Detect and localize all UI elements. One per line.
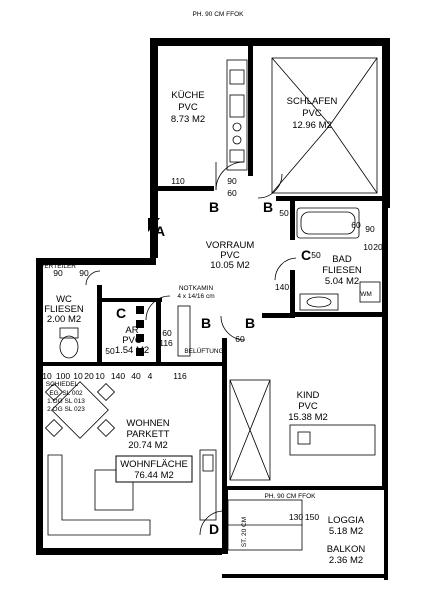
dim-v-60b: 60 bbox=[235, 334, 245, 344]
ar-name: AR bbox=[125, 325, 138, 336]
balcony-railing bbox=[227, 499, 303, 551]
dim-k-60: 60 bbox=[227, 188, 237, 198]
loggia-name: LOGGIA bbox=[328, 515, 365, 526]
schiedel-row-2: 1.OG SL 013 bbox=[47, 398, 85, 405]
living-furniture bbox=[44, 381, 217, 536]
wc-name: WC bbox=[56, 294, 72, 305]
dim-l-150: 150 bbox=[305, 512, 319, 522]
dim-l-130: 130 bbox=[289, 512, 303, 522]
dim-w-140: 140 bbox=[111, 371, 125, 381]
bathtub bbox=[296, 207, 360, 239]
notkamin-label: NOTKAMIN bbox=[179, 285, 214, 292]
dim-w-20: 20 bbox=[84, 371, 94, 381]
dim-v-90b: 90 bbox=[79, 268, 89, 278]
wohnen-floor: PARKETT bbox=[126, 429, 169, 440]
loggia-area: 5.18 M2 bbox=[329, 526, 363, 537]
kind-area: 15.38 M2 bbox=[288, 412, 328, 423]
stufe-note: ST. 20 CM bbox=[241, 517, 248, 547]
section-marker-b-3: B bbox=[201, 315, 211, 331]
ph-loggia-note: PH. 90 CM FFOK bbox=[265, 493, 317, 500]
dim-w-100: 100 bbox=[56, 371, 70, 381]
schlafen-area: 12.96 M2 bbox=[292, 120, 332, 131]
vorraum-name: VORRAUM bbox=[206, 240, 255, 251]
balkon-name: BALKON bbox=[327, 544, 366, 555]
dim-w-10c: 10 bbox=[95, 371, 105, 381]
ph-top-note: PH. 90 CM FFOK bbox=[193, 11, 245, 18]
wc-floor: FLIESEN bbox=[44, 304, 84, 315]
dim-v-60a: 60 bbox=[162, 328, 172, 338]
kueche-area: 8.73 M2 bbox=[171, 114, 205, 125]
dim-v-116: 116 bbox=[159, 338, 173, 348]
dim-w-10a: 10 bbox=[42, 371, 52, 381]
dim-v-140: 140 bbox=[275, 282, 289, 292]
walls bbox=[36, 38, 390, 580]
kueche-name: KÜCHE bbox=[171, 90, 204, 101]
belueftung-label: BELÜFTUNG bbox=[184, 347, 223, 355]
ar-shelves bbox=[136, 306, 144, 356]
section-marker-b-4: B bbox=[245, 315, 255, 331]
notes: NOTKAMIN 4 x 14/16 cm VERTEILER SCHIEDEL… bbox=[40, 11, 372, 547]
verteiler-label: VERTEILER bbox=[40, 263, 76, 270]
notkamin-size: 4 x 14/16 cm bbox=[177, 293, 214, 300]
notkamin-shaft bbox=[177, 305, 191, 357]
bed bbox=[271, 57, 378, 194]
kueche-floor: PVC bbox=[178, 102, 198, 113]
bad-name: BAD bbox=[332, 254, 352, 265]
dim-w-116: 116 bbox=[173, 371, 187, 381]
dimensions: 110 90 60 50 90 90 60 60 140 116 50 60 5… bbox=[42, 176, 383, 522]
kind-furniture bbox=[229, 379, 376, 481]
schiedel-label: SCHIEDEL bbox=[46, 381, 79, 388]
door-swings bbox=[85, 161, 297, 536]
section-marker-c-2: C bbox=[116, 305, 126, 321]
dim-r-20: 20 bbox=[373, 242, 383, 252]
dim-k-50: 50 bbox=[279, 208, 289, 218]
interior-walls bbox=[43, 46, 382, 488]
dim-w-4: 4 bbox=[148, 371, 153, 381]
dim-w-40: 40 bbox=[131, 371, 141, 381]
kind-name: KIND bbox=[297, 390, 320, 401]
schlafen-floor: PVC bbox=[302, 108, 322, 119]
wohnflaeche-box: WOHNFLÄCHE 76.44 M2 bbox=[115, 455, 193, 483]
section-marker-b-2: B bbox=[263, 199, 273, 215]
vorraum-area: 10.05 M2 bbox=[210, 260, 250, 271]
balkon-area: 2.36 M2 bbox=[329, 555, 363, 566]
schiedel-row-3: 2.OG SL 023 bbox=[47, 406, 85, 413]
kind-floor: PVC bbox=[298, 401, 318, 412]
section-marker-a: A bbox=[155, 223, 165, 239]
dim-bad-60: 60 bbox=[351, 220, 361, 230]
wm-label: WM bbox=[360, 291, 372, 298]
section-markers: A B B B B C C D bbox=[116, 199, 311, 537]
section-marker-b-1: B bbox=[209, 199, 219, 215]
dim-r-10: 10 bbox=[363, 242, 373, 252]
wc-fixtures bbox=[59, 327, 79, 359]
bad-area: 5.04 M2 bbox=[325, 276, 359, 287]
section-marker-a-arrow bbox=[148, 218, 160, 232]
bad-floor: FLIESEN bbox=[322, 265, 362, 276]
dim-r-90: 90 bbox=[365, 224, 375, 234]
vorraum-floor: PVC bbox=[220, 250, 240, 261]
kitchen-counter bbox=[226, 59, 248, 171]
dim-v-50: 50 bbox=[105, 346, 115, 356]
wohnflaeche-value: 76.44 M2 bbox=[134, 470, 174, 481]
dim-w-10b: 10 bbox=[73, 371, 83, 381]
dim-bad-50: 50 bbox=[311, 250, 321, 260]
wohnflaeche-label: WOHNFLÄCHE bbox=[120, 459, 188, 470]
ar-floor: PVC bbox=[122, 335, 142, 346]
dim-v-90a: 90 bbox=[53, 268, 63, 278]
schlafen-name: SCHLAFEN bbox=[287, 96, 338, 107]
section-marker-c-1: C bbox=[301, 247, 311, 263]
wohnen-area: 20.74 M2 bbox=[128, 440, 168, 451]
wohnen-name: WOHNEN bbox=[126, 418, 169, 429]
ar-area: 1.54 M2 bbox=[115, 345, 149, 356]
schiedel-row-1: EG. SL 002 bbox=[49, 390, 83, 397]
dim-k-90: 90 bbox=[227, 176, 237, 186]
room-labels: KÜCHE PVC 8.73 M2 SCHLAFEN PVC 12.96 M2 … bbox=[44, 90, 365, 566]
bad-fixtures bbox=[299, 281, 381, 311]
dim-k-110: 110 bbox=[171, 176, 185, 186]
wc-area: 2.00 M2 bbox=[47, 314, 81, 325]
section-marker-d: D bbox=[209, 521, 219, 537]
